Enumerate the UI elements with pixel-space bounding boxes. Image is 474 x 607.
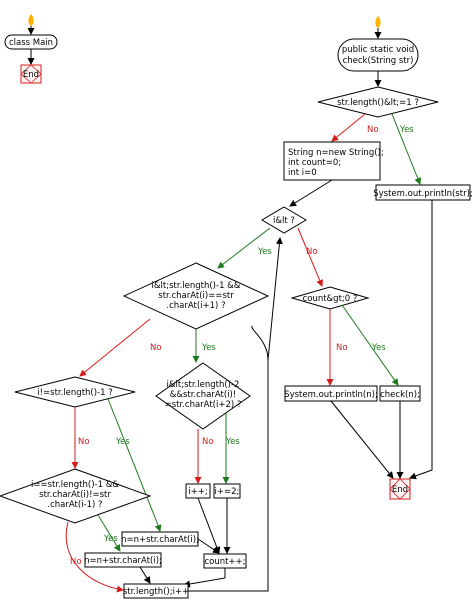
init-line1: String n=new String(); <box>288 148 384 158</box>
method-end-label: End <box>392 485 408 495</box>
start-marker-icon <box>28 14 34 26</box>
yes-label: Yes <box>257 247 272 257</box>
class-main-label: class Main <box>9 38 53 48</box>
loop-condition-label: i&lt ? <box>273 216 295 226</box>
no-label: No <box>70 557 82 567</box>
yes-label: Yes <box>115 437 130 447</box>
print-str-node <box>375 184 471 201</box>
no-label: No <box>202 437 214 447</box>
no-label: No <box>336 343 348 353</box>
count-check-label: count&gt;0 ? <box>303 294 358 304</box>
count-increment-label: count++; <box>204 557 245 567</box>
last-check-decision <box>0 468 152 524</box>
not-last-check-label: i!=str.length()-1 ? <box>37 388 112 398</box>
append-char-label-1: n=n+str.charAt(i); <box>121 535 199 545</box>
append-char-label-2: n=n+str.charAt(i); <box>84 556 162 566</box>
loop-condition-decision <box>261 206 307 234</box>
loop-update-label: str.length();i++ <box>123 587 189 597</box>
append-char-node-2 <box>84 552 162 568</box>
method-signature-node <box>337 38 419 72</box>
no-label: No <box>367 125 379 135</box>
last-check-line1: i==str.length()-1 && <box>31 480 119 490</box>
class-end-label: End <box>23 70 39 80</box>
yes-label: Yes <box>201 343 216 353</box>
skip-check-line1: i&lt;str.length()-2 <box>167 380 240 390</box>
duplicate-check-line2: str.charAt(i)==str <box>158 291 234 301</box>
skip-check-decision <box>155 362 251 430</box>
method-start-marker-icon <box>375 16 381 28</box>
no-label: No <box>306 247 318 257</box>
yes-label: Yes <box>371 343 386 353</box>
increment-two-label: i+=2; <box>215 487 240 497</box>
yes-label: Yes <box>225 437 240 447</box>
last-check-line3: .charAt(i-1) ? <box>47 500 102 510</box>
yes-label: Yes <box>103 534 118 544</box>
no-label: No <box>78 437 90 447</box>
increment-one-label: i++; <box>188 487 207 497</box>
last-check-line2: str.charAt(i)!=str <box>39 490 111 500</box>
check-n-label: check(n); <box>380 390 420 400</box>
method-end-node: End <box>389 478 411 500</box>
length-check-decision <box>317 86 439 118</box>
init-line3: int i=0 <box>288 168 317 178</box>
init-statement-node <box>283 141 381 181</box>
skip-check-line2: &&str.charAt(i)! <box>170 390 237 400</box>
init-line2: int count=0; <box>288 158 341 168</box>
skip-check-line3: =str.charAt(i+2) ? <box>165 400 242 410</box>
duplicate-check-line1: i&lt;str.length()-1 && <box>152 281 241 291</box>
yes-label: Yes <box>399 125 414 135</box>
method-signature-line1: public static void <box>342 45 414 55</box>
no-label: No <box>150 343 162 353</box>
print-n-label: System.out.println(n); <box>284 390 378 400</box>
method-signature-line2: check(String str) <box>343 56 414 66</box>
duplicate-check-line3: .charAt(i+1) ? <box>166 301 225 311</box>
print-str-label: System.out.println(str); <box>373 189 473 199</box>
class-end-node: End <box>20 64 42 84</box>
length-check-label: str.length()&lt;=1 ? <box>337 98 419 108</box>
